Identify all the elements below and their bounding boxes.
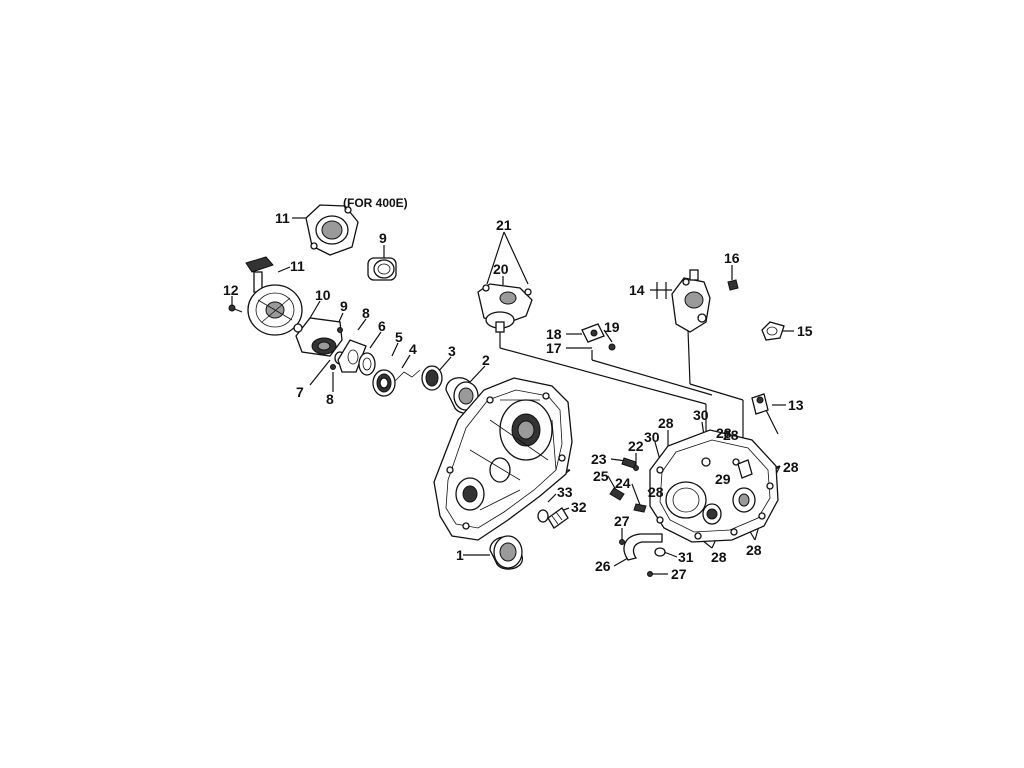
fitting-18 [581, 323, 605, 343]
callout-2: 2 [482, 352, 490, 368]
callout-9-upper: 9 [379, 230, 387, 246]
callout-28-e: 28 [711, 549, 727, 565]
water-pump-20 [477, 283, 533, 333]
callout-labels: (FOR 400E) 1 2 3 4 5 6 7 8 8 9 9 10 11 1… [223, 196, 813, 582]
callout-25: 25 [593, 468, 609, 484]
callout-27-lower: 27 [671, 566, 687, 582]
callout-18: 18 [546, 326, 562, 342]
bolt-25 [609, 487, 625, 501]
callout-17: 17 [546, 340, 562, 356]
callout-4: 4 [409, 341, 417, 357]
crankcase-cover-right [649, 429, 779, 543]
bolt-24 [633, 503, 647, 513]
sensor-13 [751, 393, 779, 435]
callout-29: 29 [715, 471, 731, 487]
bushing-9 [367, 257, 397, 281]
callout-33: 33 [557, 484, 573, 500]
bearing-1 [489, 535, 523, 570]
callout-8-lower: 8 [326, 391, 334, 407]
callout-21: 21 [496, 217, 512, 233]
callout-7: 7 [296, 384, 304, 400]
callout-10: 10 [315, 287, 331, 303]
callout-9-lower: 9 [340, 298, 348, 314]
callout-23: 23 [591, 451, 607, 467]
starter-pulley-10 [293, 317, 343, 357]
callout-28-c: 28 [783, 459, 799, 475]
bolt-16 [727, 279, 739, 291]
callout-22: 22 [628, 438, 644, 454]
spring [394, 369, 421, 382]
seal-5 [358, 352, 376, 376]
oil-seal-4 [372, 369, 396, 397]
oil-seal-3 [421, 365, 443, 391]
screw-8-upper [337, 327, 343, 333]
callout-14: 14 [629, 282, 645, 298]
callout-26: 26 [595, 558, 611, 574]
callout-15: 15 [797, 323, 813, 339]
callout-32: 32 [571, 499, 587, 515]
bolt-27-lower [647, 571, 653, 577]
o-ring-33 [537, 509, 549, 523]
callout-28-a: 28 [658, 415, 674, 431]
callout-30-lower: 30 [644, 429, 660, 445]
note-for-400e: (FOR 400E) [343, 196, 408, 210]
callout-28-f: 28 [746, 542, 762, 558]
recoil-starter [245, 256, 303, 336]
callout-31: 31 [678, 549, 694, 565]
dowel-32 [547, 507, 569, 529]
crankcase-left [433, 377, 573, 541]
bolt-27-upper [619, 539, 625, 545]
washer-31 [654, 547, 666, 557]
callout-28-d: 28 [648, 484, 664, 500]
callout-5: 5 [395, 329, 403, 345]
bearing-housing-400e [305, 204, 359, 256]
callout-6: 6 [378, 318, 386, 334]
gasket-15 [761, 321, 785, 341]
callout-11-upper: 11 [275, 210, 290, 226]
pipe-26 [623, 533, 663, 561]
callout-12: 12 [223, 282, 239, 298]
screw-8-lower [330, 364, 336, 370]
callout-19: 19 [604, 319, 620, 335]
callout-28-g: 28 [723, 427, 739, 443]
bolt-19 [608, 343, 616, 351]
callout-27-upper: 27 [614, 513, 630, 529]
callout-3: 3 [448, 343, 456, 359]
bolt-23 [621, 457, 637, 469]
callout-11-lower: 11 [290, 258, 305, 274]
pump-body-14 [671, 269, 711, 333]
screw-12 [228, 304, 243, 313]
callout-13: 13 [788, 397, 804, 413]
callout-16: 16 [724, 250, 740, 266]
callout-30-upper: 30 [693, 407, 709, 423]
callout-1: 1 [456, 547, 464, 563]
callout-28-b: 28 [716, 425, 732, 441]
parts [228, 204, 785, 577]
callout-20: 20 [493, 261, 509, 277]
callout-24: 24 [615, 475, 631, 491]
callout-8-upper: 8 [362, 305, 370, 321]
